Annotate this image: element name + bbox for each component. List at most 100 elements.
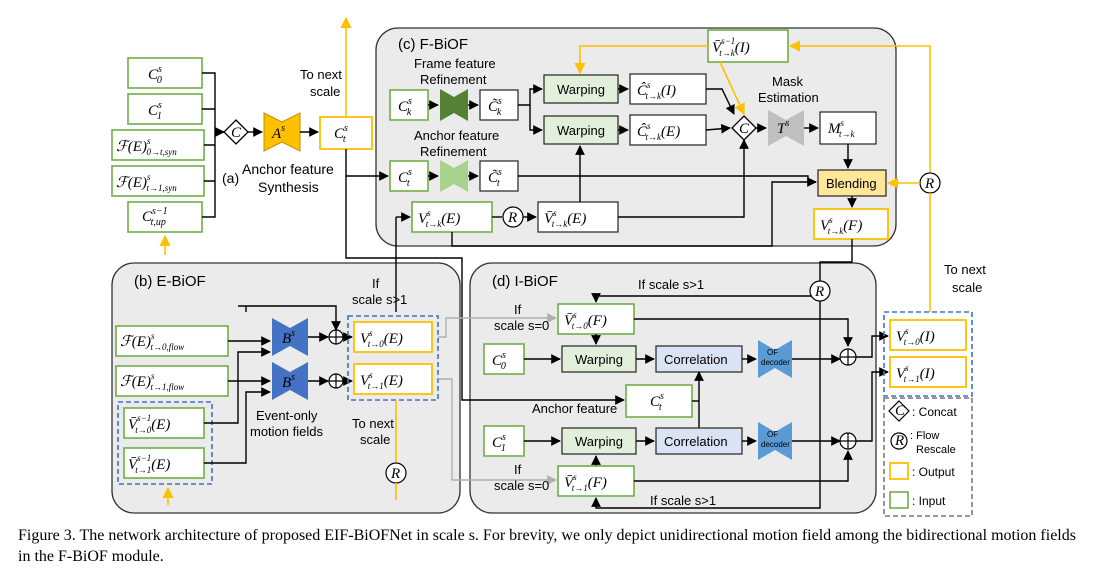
blending-block: Blending: [817, 169, 887, 197]
flow-network-1: Bs: [272, 362, 308, 400]
anchor-caption-2: Synthesis: [258, 179, 319, 195]
flow-network-0: Bs: [272, 318, 308, 356]
svg-text:Ĉst→k(E): Ĉst→k(E): [637, 121, 680, 142]
svg-text:Vst→0(E): Vst→0(E): [360, 328, 403, 349]
to-next-scale-b-2: scale: [360, 432, 390, 447]
svg-text:Cst: Cst: [650, 391, 664, 413]
svg-text:C: C: [739, 121, 750, 137]
of-decoder-0-line2: decoder: [761, 358, 790, 367]
svg-text:C̃st: C̃st: [488, 167, 502, 189]
anchor-refinement-network: [440, 160, 468, 192]
of-decoder-1: OF decoder: [758, 422, 792, 460]
anchor-feature-label: Anchor feature: [532, 401, 617, 416]
to-next-scale-d-2: scale: [952, 280, 982, 295]
correlation-d1-label: Correlation: [664, 434, 728, 449]
svg-text:Cs0: Cs0: [148, 64, 162, 86]
if-s0-a-2: scale s=0: [494, 318, 549, 333]
of-decoder-1-line1: OF: [767, 430, 778, 439]
if-scale-top: If scale s>1: [638, 277, 704, 292]
warping-label-anchor: Warping: [557, 123, 605, 138]
legend-output: : Output: [889, 462, 955, 480]
image-flow-output-group: [883, 311, 973, 397]
mask-estimation-network: [768, 110, 804, 146]
concat-symbol-a: C: [223, 119, 249, 145]
if-scale-label-b-2: scale s>1: [352, 292, 407, 307]
sum-symbol-d1: [839, 432, 857, 450]
to-next-scale-d-1: To next: [944, 262, 986, 277]
svg-text:R: R: [814, 284, 824, 300]
rescale-symbol-c: R: [919, 172, 941, 194]
svg-text:Vst→k(E): Vst→k(E): [418, 208, 460, 229]
to-next-scale-a-1: To next: [300, 67, 342, 82]
anchor-caption-1: Anchor feature: [242, 161, 334, 177]
svg-text:V̄st→1(F): V̄st→1(F): [564, 472, 607, 493]
legend-output-label: : Output: [912, 465, 955, 479]
blending-label: Blending: [826, 176, 877, 191]
svg-text:Vst→1(I): Vst→1(I): [896, 363, 935, 384]
svg-text:Cs−1t,up: Cs−1t,up: [142, 206, 168, 228]
mask-label-2: Estimation: [758, 90, 819, 105]
svg-text:R: R: [894, 433, 904, 449]
svg-text:R: R: [924, 176, 934, 192]
sum-symbol-d0: [839, 348, 857, 366]
anchor-synthesis-network: As: [263, 112, 301, 152]
sum-symbol-b0: [328, 329, 344, 345]
legend-concat-label: : Concat: [912, 405, 957, 419]
if-s0-a-1: If: [514, 302, 522, 317]
ebiof-title: (b) E-BiOF: [134, 273, 206, 290]
figure-caption: Figure 3. The network architecture of pr…: [18, 527, 1076, 565]
warping-anchor: Warping: [543, 115, 619, 145]
svg-text:Ĉst→k(I): Ĉst→k(I): [637, 80, 676, 101]
warping-d1: Warping: [561, 427, 637, 455]
warping-d0-label: Warping: [575, 352, 623, 367]
of-decoder-0-line1: OF: [767, 348, 778, 357]
legend-concat: C : Concat: [888, 400, 957, 422]
event-flow-output-group: [347, 315, 439, 401]
ibiof-title: (d) I-BiOF: [492, 273, 558, 290]
svg-text:Cst: Cst: [398, 167, 412, 189]
correlation-d1: Correlation: [655, 427, 743, 455]
event-only-label-1: Event-only: [256, 408, 318, 423]
if-s0-b-2: scale s=0: [494, 478, 549, 493]
frame-refinement-network: [440, 89, 468, 121]
mask-label-1: Mask: [772, 74, 804, 89]
svg-text:V̄st→0(F): V̄st→0(F): [564, 310, 607, 331]
rescale-symbol-b: R: [385, 462, 407, 484]
svg-text:V̄s−1t→0(E): V̄s−1t→0(E): [128, 413, 170, 435]
svg-text:C: C: [231, 125, 242, 141]
legend-flow-label: : Flow: [910, 430, 939, 442]
sum-symbol-b1: [328, 373, 344, 389]
anchor-tag: (a): [222, 170, 239, 186]
svg-text:Cs0: Cs0: [492, 350, 506, 372]
legend-input: : Input: [889, 491, 946, 509]
svg-text:C̃sk: C̃sk: [488, 96, 502, 118]
svg-text:C: C: [895, 403, 906, 419]
svg-text:Csk: Csk: [398, 96, 412, 118]
correlation-d0-label: Correlation: [664, 352, 728, 367]
legend-input-label: : Input: [912, 494, 946, 508]
